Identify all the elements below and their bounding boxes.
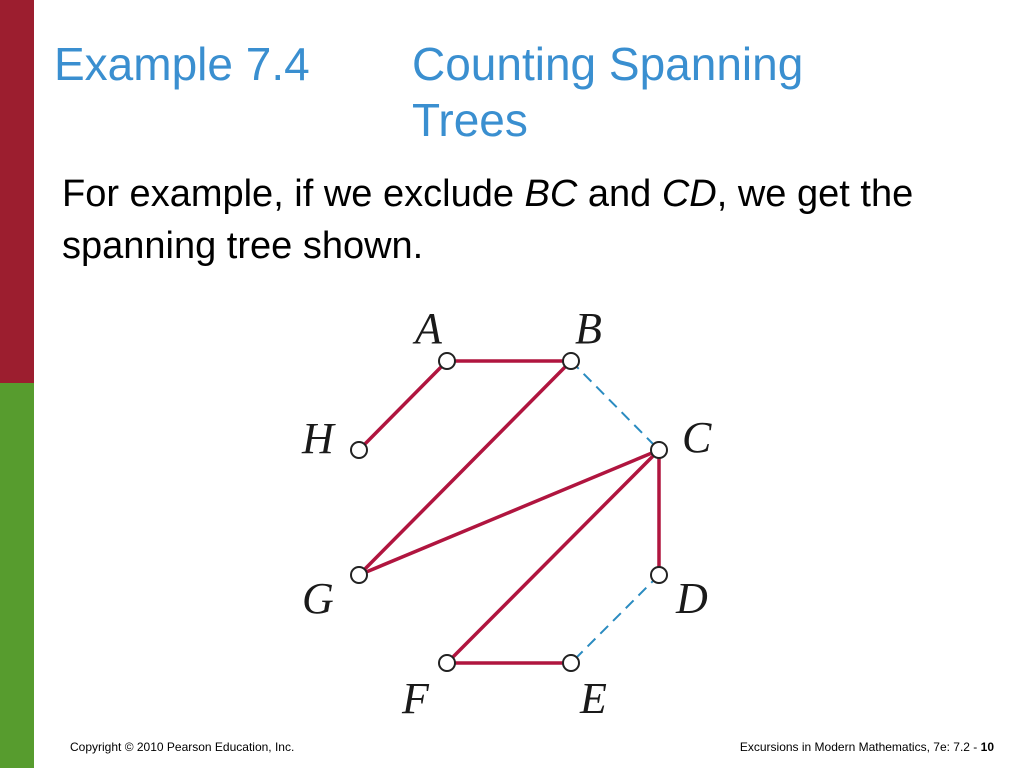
vertex-label-e: E [579, 674, 607, 723]
vertex-f [438, 654, 456, 672]
footer-source: Excursions in Modern Mathematics, 7e: 7.… [740, 740, 994, 754]
excluded-edge-de [570, 574, 660, 664]
body-text-part3: , we get the spanning tree shown. [62, 173, 914, 267]
vertex-h [350, 441, 368, 459]
excluded-edge-bc [570, 360, 660, 451]
tree-edge-ha [357, 359, 449, 452]
slide-title-text: Counting Spanning Trees [412, 38, 804, 146]
vertex-label-b: B [575, 304, 602, 353]
vertex-e [562, 654, 580, 672]
vertex-d [650, 566, 668, 584]
body-text-bc: BC [524, 173, 578, 215]
body-text-part2: and [577, 173, 662, 215]
tree-edge-gc [357, 448, 661, 577]
vertex-label-g: G [302, 574, 334, 623]
vertex-label-h: H [301, 414, 336, 463]
tree-edge-cf [445, 448, 661, 665]
footer-source-text: Excursions in Modern Mathematics, 7e: 7.… [739, 740, 981, 754]
footer-copyright: Copyright © 2010 Pearson Education, Inc. [70, 740, 295, 754]
body-text-part1: For example, if we exclude [62, 173, 525, 215]
body-text: For example, if we exclude BC and CD, we… [62, 168, 962, 272]
spanning-tree-diagram: A B C D E F G H [301, 304, 712, 723]
vertex-g [350, 566, 368, 584]
vertex-label-c: C [682, 413, 712, 462]
page-number: 10 [980, 740, 994, 754]
vertex-c [650, 441, 668, 459]
vertex-label-a: A [412, 304, 443, 353]
vertex-b [562, 352, 580, 370]
vertex-label-f: F [401, 674, 430, 723]
vertex-a [438, 352, 456, 370]
vertex-label-d: D [675, 574, 708, 623]
side-bar-top [0, 0, 34, 383]
slide-title-number: Example 7.4 [54, 38, 310, 90]
tree-edge-bg [357, 359, 573, 577]
body-text-cd: CD [661, 173, 717, 215]
side-bar-bottom [0, 383, 34, 768]
